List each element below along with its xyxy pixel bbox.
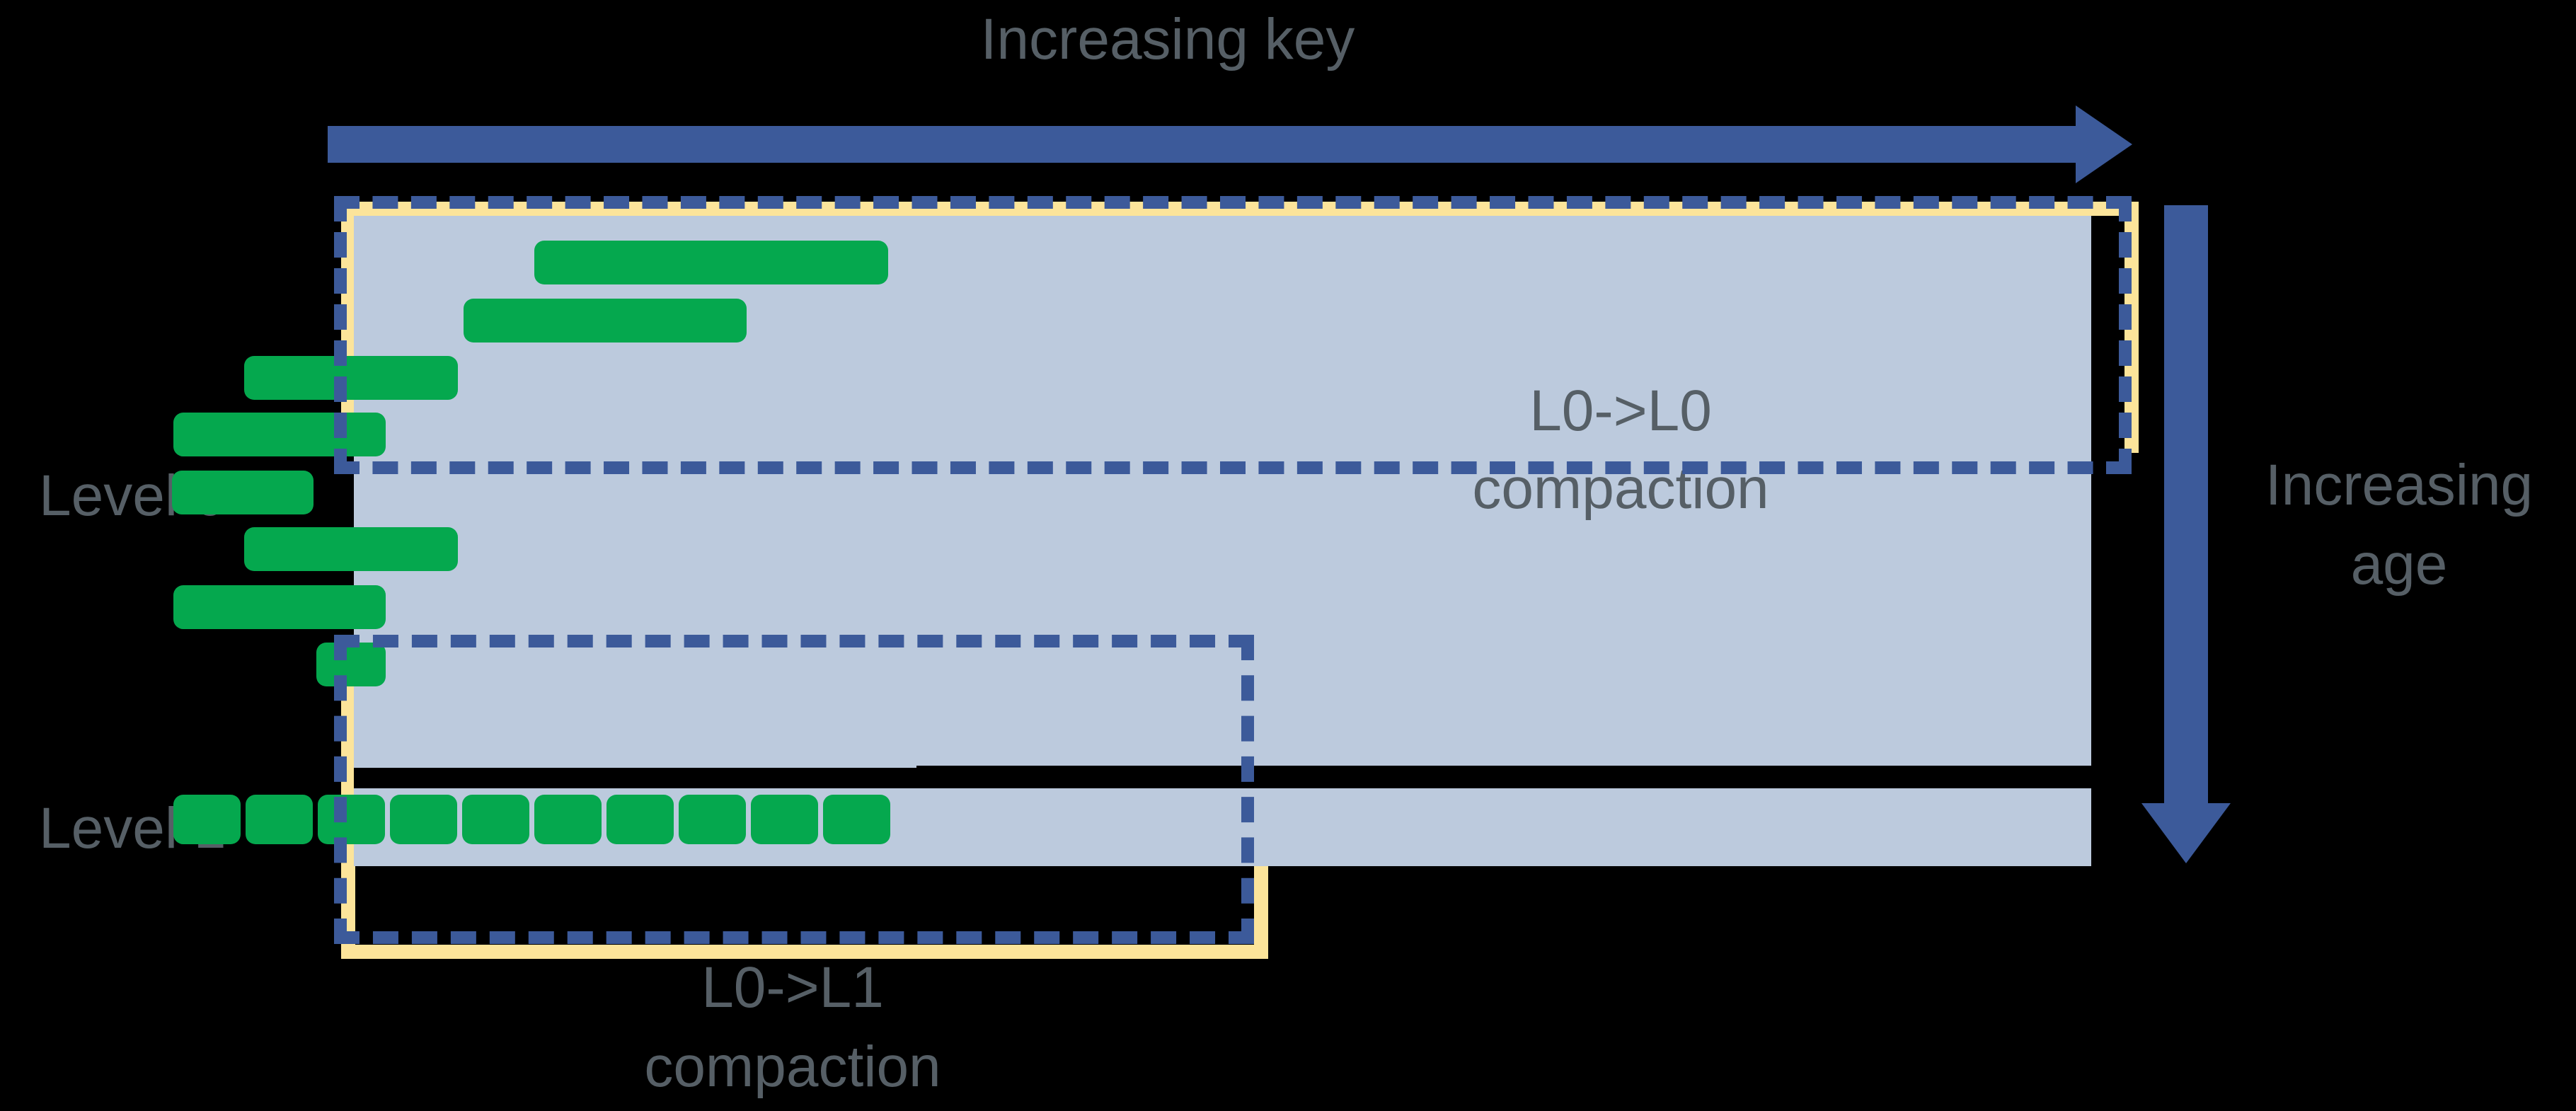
sst-block-l1-9 bbox=[751, 795, 818, 844]
increasing-key-arrow bbox=[328, 105, 2132, 183]
l0-to-l1-annotation-line2: compaction bbox=[644, 1035, 941, 1099]
level-separator bbox=[354, 768, 2091, 788]
sst-bar-l0-5 bbox=[172, 471, 314, 514]
sst-block-l1-3 bbox=[318, 795, 385, 844]
sst-bar-l0-6 bbox=[244, 527, 458, 571]
sst-block-l1-5 bbox=[462, 795, 529, 844]
sst-bar-l0-2 bbox=[464, 299, 747, 342]
increasing-age-arrow bbox=[2141, 205, 2231, 870]
sst-block-l1-1 bbox=[173, 795, 241, 844]
arrow-shaft-horizontal bbox=[328, 126, 2090, 163]
increasing-age-label-line1: Increasing bbox=[2265, 453, 2534, 517]
l0-to-l0-compaction-outline bbox=[334, 196, 2132, 474]
sst-block-l1-7 bbox=[606, 795, 674, 844]
sst-block-l1-2 bbox=[246, 795, 313, 844]
level-0-panel: L0->L0 compaction bbox=[172, 216, 2091, 768]
sst-block-l1-6 bbox=[534, 795, 602, 844]
increasing-age-label-line2: age bbox=[2350, 532, 2448, 597]
sst-block-l1-4 bbox=[390, 795, 457, 844]
arrow-shaft-vertical bbox=[2164, 205, 2208, 814]
l0-to-l1-compaction-outline bbox=[334, 635, 1254, 944]
sst-block-l1-8 bbox=[679, 795, 746, 844]
level-1-panel bbox=[173, 788, 2091, 866]
l0-to-l1-annotation-line1: L0->L1 bbox=[701, 955, 884, 1020]
sst-bar-l0-3 bbox=[244, 356, 458, 400]
sst-block-l1-10 bbox=[823, 795, 890, 844]
arrow-head-right-icon bbox=[2076, 105, 2132, 183]
increasing-key-label: Increasing key bbox=[980, 7, 1355, 71]
level-separator-line bbox=[916, 766, 2091, 770]
sst-bar-l0-7 bbox=[173, 585, 386, 629]
arrow-head-down-icon bbox=[2141, 803, 2231, 863]
sst-bar-l0-4 bbox=[173, 413, 386, 456]
sst-bar-l0-1 bbox=[534, 241, 888, 284]
sst-bar-l0-8 bbox=[316, 643, 386, 686]
l0-to-l0-annotation-line1: L0->L0 bbox=[1529, 379, 1712, 443]
